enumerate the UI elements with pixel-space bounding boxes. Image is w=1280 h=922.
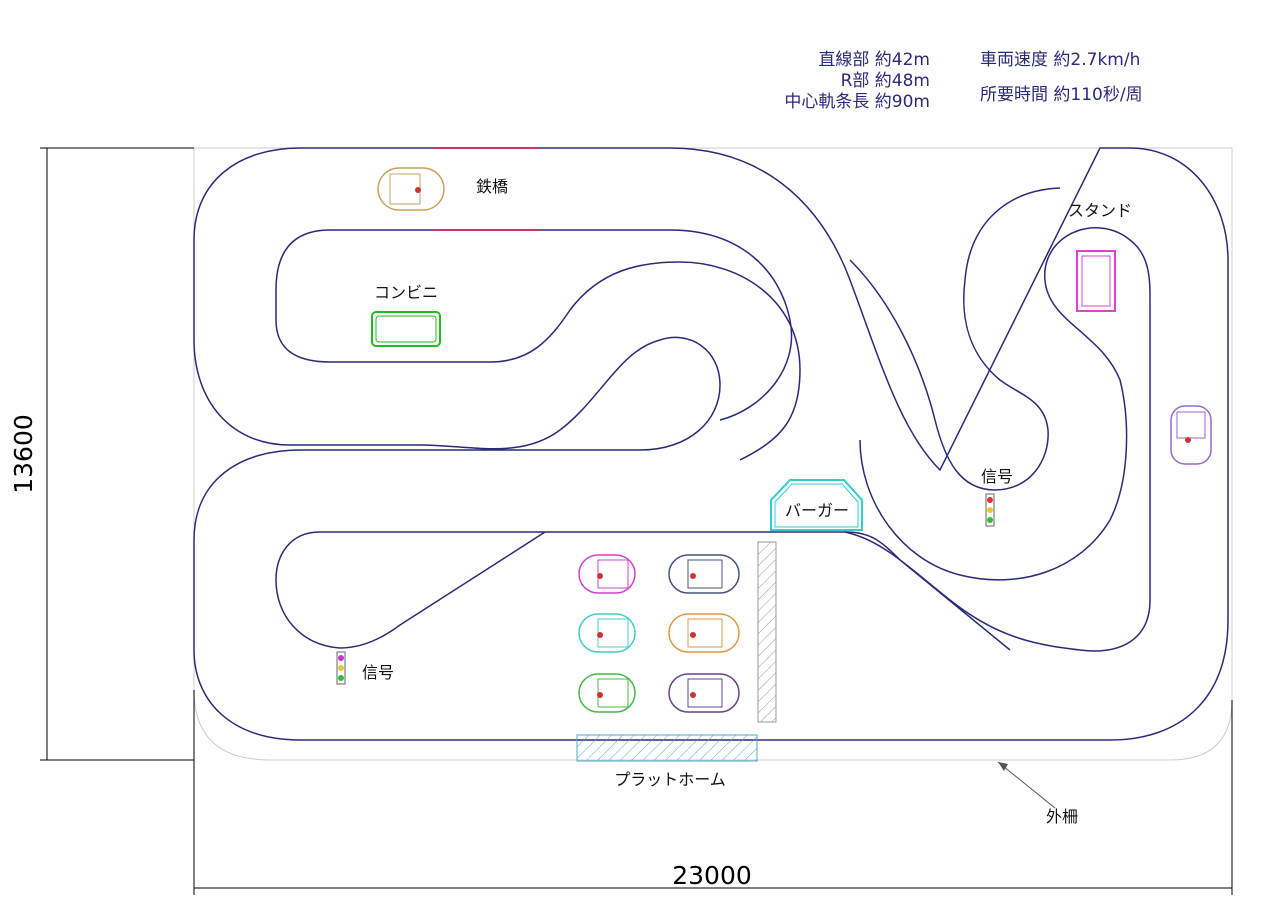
signal-left bbox=[336, 651, 346, 685]
label-bridge: 鉄橋 bbox=[476, 177, 508, 196]
label-burger: バーガー bbox=[785, 501, 849, 520]
label-stand: スタンド bbox=[1068, 201, 1132, 220]
label-signal-right: 信号 bbox=[981, 467, 1013, 486]
vehicle-top bbox=[377, 167, 445, 211]
label-convenience: コンビニ bbox=[374, 283, 438, 302]
label-fence: 外柵 bbox=[1046, 807, 1078, 826]
track-outer-loop bbox=[193, 147, 1229, 741]
platform-hatch-area bbox=[576, 734, 758, 762]
track-right-inner bbox=[849, 187, 1061, 491]
vehicle-cyan bbox=[578, 613, 636, 653]
dim-height-label: 13600 bbox=[9, 414, 38, 494]
dim-width-label: 23000 bbox=[672, 861, 752, 890]
convenience-store bbox=[371, 311, 441, 347]
track-inner-convenience-loop bbox=[275, 229, 801, 461]
vehicle-navy bbox=[668, 554, 740, 594]
vehicle-pink bbox=[578, 554, 636, 594]
vehicle-green bbox=[578, 673, 636, 713]
track-right-s-curve bbox=[844, 227, 1151, 652]
fence-pointer bbox=[997, 761, 1056, 809]
vehicle-right bbox=[1170, 405, 1212, 465]
signal-right bbox=[985, 493, 995, 527]
spec-lap-time: 所要時間 約110秒/周 bbox=[980, 85, 1143, 105]
spec-curve: R部 約48m bbox=[841, 71, 930, 91]
depot-hatch-area bbox=[757, 541, 777, 723]
burger-shop bbox=[770, 479, 863, 531]
spec-speed: 車両速度 約2.7km/h bbox=[980, 50, 1140, 70]
label-platform: プラットホーム bbox=[614, 770, 726, 789]
stand-building bbox=[1076, 250, 1116, 312]
vehicle-purple bbox=[668, 673, 740, 713]
track-inner-topleft bbox=[330, 229, 793, 421]
label-signal-left: 信号 bbox=[362, 663, 394, 682]
vehicle-orange bbox=[668, 613, 740, 653]
spec-center-length: 中心軌条長 約90m bbox=[784, 92, 930, 112]
track-lower-left-inner bbox=[275, 531, 1011, 651]
spec-straight: 直線部 約42m bbox=[818, 50, 930, 70]
outer-fence bbox=[193, 147, 1233, 761]
